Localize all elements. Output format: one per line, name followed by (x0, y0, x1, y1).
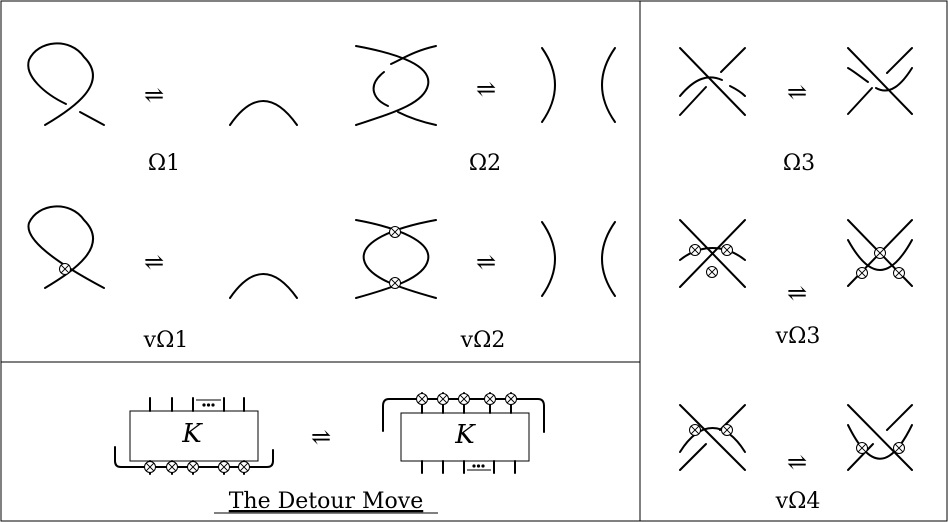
omega1-left-curl-under (79, 111, 105, 126)
detour-left-box-label: K (181, 419, 203, 449)
detour-move: K ⇌ K (114, 392, 545, 514)
omega2-lower-strand-b (372, 71, 389, 107)
v-omega3-equiv-symbol: ⇌ (787, 279, 807, 307)
v-omega4-equiv-symbol: ⇌ (787, 448, 807, 476)
v-omega2-right-arc-2 (601, 221, 616, 297)
virtual-crossing-icon (144, 461, 156, 473)
omega2-right-arc-1 (541, 47, 556, 123)
omega2-label: Ω2 (469, 151, 501, 176)
omega1-move: ⇌ Ω1 (27, 42, 298, 176)
v-omega1-right-arc (229, 273, 298, 299)
omega3-right-strand-1 (847, 47, 913, 115)
v-omega3-left-strand-3 (679, 247, 746, 261)
virtual-crossing-icon (59, 263, 71, 275)
virtual-crossing-icon (389, 226, 401, 238)
v-omega4-right-strand-2b (847, 443, 874, 471)
virtual-crossing-icon (505, 393, 517, 405)
detour-equiv-symbol: ⇌ (311, 423, 331, 451)
omega1-equiv-symbol: ⇌ (144, 81, 164, 109)
omega2-lower-strand-a (390, 45, 437, 65)
v-omega1-move: ⇌ vΩ1 (27, 205, 298, 353)
virtual-crossing-icon (721, 424, 733, 436)
virtual-crossing-icon (689, 424, 701, 436)
omega3-right-strand-2a (886, 47, 913, 74)
omega3-left-strand-3b (729, 85, 746, 97)
omega3-equiv-symbol: ⇌ (787, 78, 807, 106)
v-omega4-left-strand-1 (679, 404, 746, 471)
virtual-crossing-icon (706, 266, 718, 278)
omega3-left-strand-3a (679, 76, 723, 97)
ellipsis-icon (202, 403, 215, 407)
omega2-move: ⇌ Ω2 (355, 45, 616, 176)
v-omega1-curl (27, 205, 105, 289)
omega2-equiv-symbol: ⇌ (476, 75, 496, 103)
omega3-right-strand-3b (875, 67, 913, 92)
virtual-crossing-icon (389, 277, 401, 289)
v-omega2-move: ⇌ vΩ2 (355, 219, 616, 353)
omega3-move: ⇌ Ω3 (679, 47, 913, 176)
virtual-crossing-icon (458, 393, 470, 405)
v-omega4-right-strand-3 (847, 424, 913, 460)
omega3-label: Ω3 (783, 151, 815, 176)
omega2-upper-strand (355, 45, 430, 126)
v-omega2-label: vΩ2 (460, 328, 506, 353)
detour-right-config: K (382, 392, 545, 474)
omega1-left-curl (27, 42, 94, 126)
omega3-right-strand-2b (847, 87, 873, 115)
virtual-crossing-icon (166, 461, 178, 473)
detour-move-title: The Detour Move (229, 489, 424, 514)
v-omega3-move: ⇌ vΩ3 (679, 219, 913, 349)
v-omega4-label: vΩ4 (775, 489, 821, 514)
omega3-left-strand-1 (679, 47, 746, 116)
virtual-crossing-icon (484, 393, 496, 405)
virtual-crossing-icon (238, 461, 250, 473)
virtual-crossing-icon (437, 393, 449, 405)
v-omega4-right-strand-2a (886, 404, 913, 431)
v-omega4-move: ⇌ vΩ4 (679, 404, 913, 514)
omega3-left-strand-2a (720, 47, 746, 73)
omega1-right-arc (229, 100, 298, 126)
detour-left-config: K (114, 397, 274, 475)
v-omega2-strand-2 (362, 219, 437, 299)
virtual-crossing-icon (856, 442, 868, 454)
omega2-right-arc-2 (601, 47, 616, 123)
v-omega2-right-arc-1 (541, 221, 556, 297)
omega3-right-strand-3a (847, 67, 869, 83)
ellipsis-icon (472, 464, 485, 468)
v-omega4-left-strand-3 (679, 427, 746, 453)
v-omega2-equiv-symbol: ⇌ (476, 248, 496, 276)
virtual-crossing-icon (874, 247, 886, 259)
v-omega4-right-strand-1 (847, 404, 913, 471)
virtual-crossing-icon (856, 267, 868, 279)
virtual-crossing-icon (893, 442, 905, 454)
omega2-lower-strand-c (397, 111, 437, 126)
virtual-crossing-icon (721, 244, 733, 256)
virtual-crossing-icon (187, 461, 199, 473)
detour-right-box-label: K (454, 420, 476, 450)
v-omega3-left-strand-2 (679, 219, 746, 288)
omega3-left-strand-2b (679, 86, 707, 116)
v-omega1-label: vΩ1 (143, 328, 189, 353)
v-omega3-right-strand-3 (847, 239, 913, 271)
omega1-label: Ω1 (148, 151, 180, 176)
virtual-crossing-icon (893, 267, 905, 279)
v-omega4-left-strand-2b (679, 443, 707, 471)
v-omega1-equiv-symbol: ⇌ (144, 248, 164, 276)
virtual-crossing-icon (416, 393, 428, 405)
v-omega3-label: vΩ3 (775, 324, 821, 349)
virtual-crossing-icon (218, 461, 230, 473)
virtual-crossing-icon (689, 244, 701, 256)
